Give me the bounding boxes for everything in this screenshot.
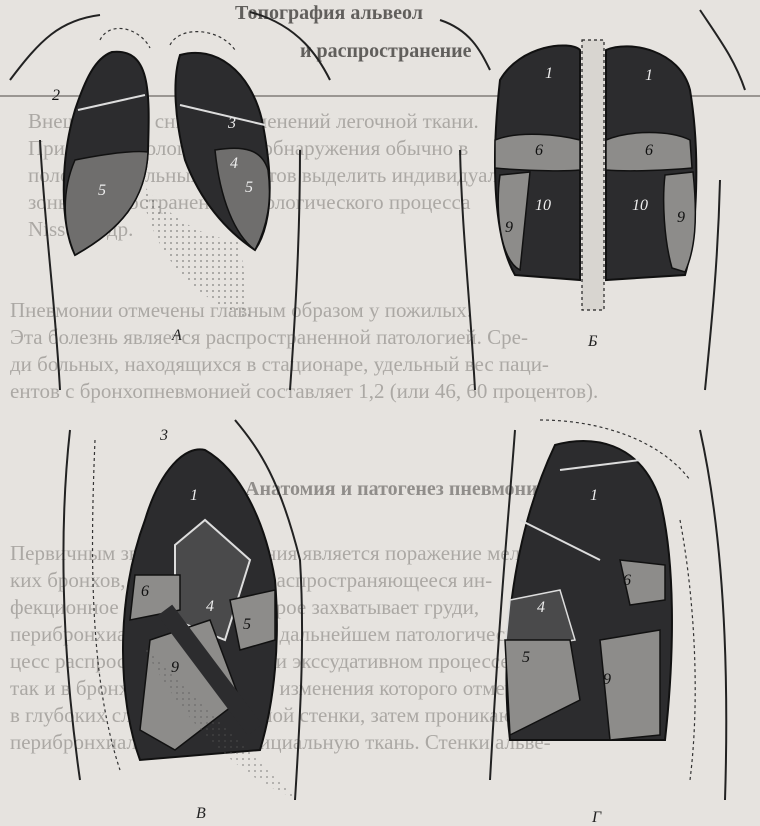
segment-label: 10: [632, 197, 648, 214]
panel-a: 2 3 4 5 5 А: [10, 12, 330, 390]
segment-label: 10: [535, 197, 551, 214]
segment-label: 3: [227, 115, 236, 132]
segment-label: 1: [590, 487, 598, 504]
panel-letter-d: Г: [591, 809, 602, 826]
segment-label: 6: [141, 583, 149, 600]
segment-label: 5: [522, 649, 530, 666]
segment-label: 2: [52, 87, 60, 104]
segment-label: 9: [171, 659, 179, 676]
segment-label: 1: [645, 67, 653, 84]
segment-label: 9: [677, 209, 685, 226]
panel-letter-c: В: [196, 805, 206, 822]
segment-label: 9: [505, 219, 513, 236]
segment-label: 5: [245, 179, 253, 196]
panel-letter-b: Б: [587, 333, 598, 350]
segment-label: 3: [159, 427, 168, 444]
panel-letter-a: А: [171, 327, 182, 344]
segment-label: 6: [645, 142, 653, 159]
segment-label: 4: [206, 598, 214, 615]
segment-label: 5: [243, 616, 251, 633]
segment-label: 5: [98, 182, 106, 199]
segment-label: 9: [603, 671, 611, 688]
segment-label: 1: [190, 487, 198, 504]
segment-label: 4: [230, 155, 238, 172]
panel-c: 1 3 4 5 6 9 В: [63, 420, 302, 822]
panel-d: 1 4 5 6 9 Г: [490, 420, 726, 826]
segment-label: 4: [537, 599, 545, 616]
segment-label: 6: [623, 572, 631, 589]
segment-label: 1: [545, 65, 553, 82]
panel-b: 1 1 6 6 9 9 10 10 Б: [440, 10, 745, 390]
segment-label: 6: [535, 142, 543, 159]
